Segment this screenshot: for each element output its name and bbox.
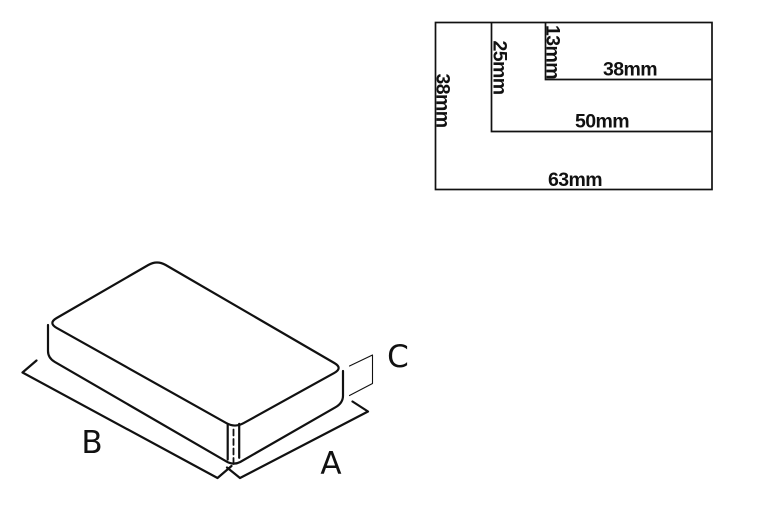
outer-height-label: 38mm xyxy=(432,74,454,128)
label-a: A xyxy=(320,446,341,482)
block-top-face xyxy=(51,261,340,427)
isometric-block xyxy=(46,261,345,466)
dimension-line-b xyxy=(21,359,233,480)
isometric-labels: B A C xyxy=(81,339,408,482)
label-c: C xyxy=(387,339,409,375)
dimension-line-a xyxy=(225,400,370,480)
label-b: B xyxy=(81,425,102,461)
outer-width-label: 63mm xyxy=(548,169,602,191)
middle-width-label: 50mm xyxy=(575,111,629,133)
inner-width-label: 38mm xyxy=(603,59,657,81)
dimension-chart xyxy=(434,21,713,191)
dimension-lines xyxy=(21,354,374,480)
height-bracket-c xyxy=(348,354,374,397)
dimension-chart-labels: 38mm 25mm 13mm 38mm 50mm 63mm xyxy=(432,25,658,191)
middle-height-label: 25mm xyxy=(489,41,511,95)
inner-height-label: 13mm xyxy=(542,25,564,79)
chart-middle-divider xyxy=(490,22,712,133)
chart-outer-rect xyxy=(434,21,713,191)
chart-inner-divider xyxy=(544,22,712,81)
